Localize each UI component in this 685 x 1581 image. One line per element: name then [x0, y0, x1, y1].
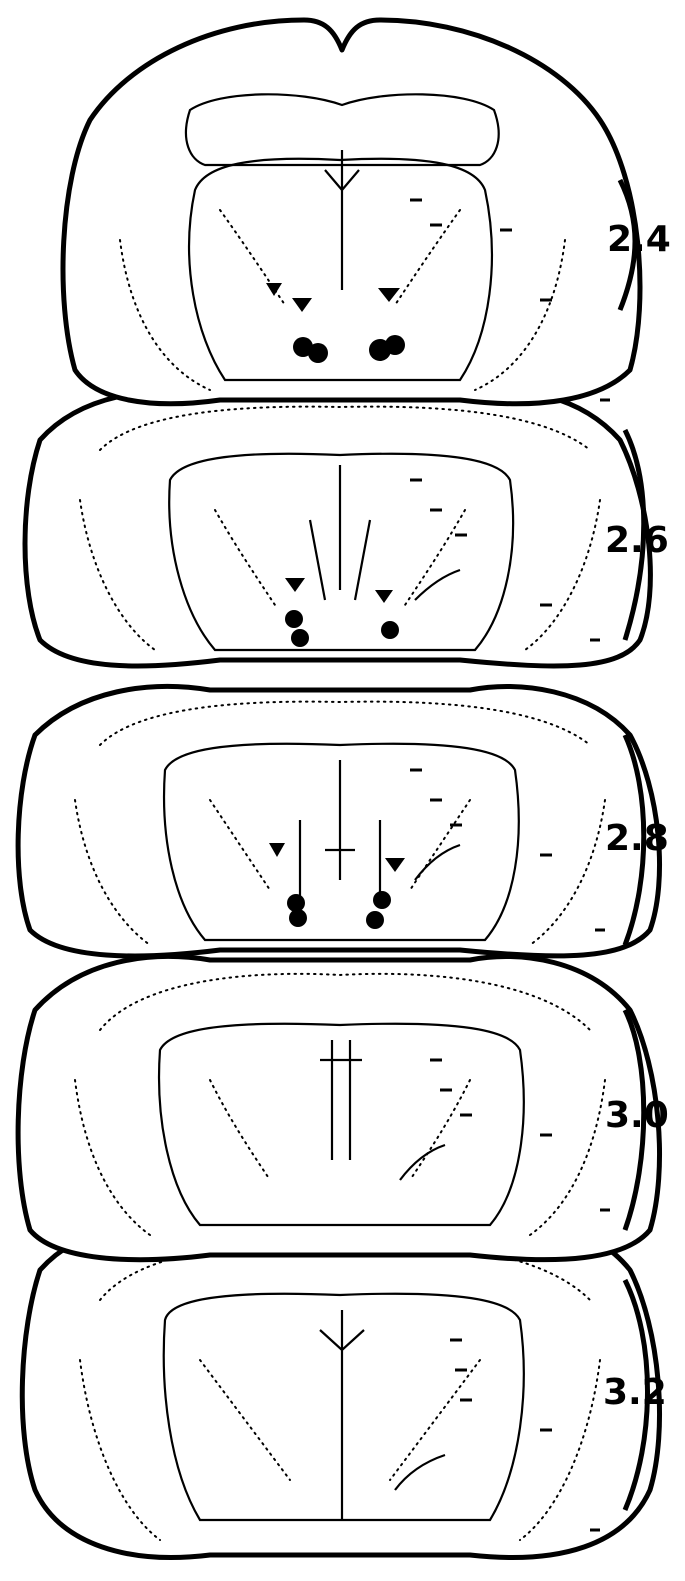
section-label: 2.6 [605, 520, 669, 561]
section-label: 3.0 [605, 1095, 669, 1136]
section-outline [25, 391, 650, 666]
circle-marker [285, 610, 303, 628]
section-3-2 [22, 1221, 659, 1558]
section-label: 2.4 [607, 219, 671, 260]
section-2-8 [18, 686, 659, 956]
section-outline [63, 20, 640, 404]
section-label: 2.8 [605, 818, 669, 859]
section-2-6 [25, 391, 650, 666]
section-outline [18, 686, 659, 956]
section-outline [18, 957, 659, 1260]
section-outline [22, 1221, 659, 1558]
circle-marker [381, 621, 399, 639]
circle-marker [373, 891, 391, 909]
circle-marker [366, 911, 384, 929]
circle-marker [289, 909, 307, 927]
section-3-0 [18, 957, 659, 1260]
circle-marker [291, 629, 309, 647]
section-label: 3.2 [603, 1372, 667, 1413]
circle-marker [308, 343, 328, 363]
circle-marker [385, 335, 405, 355]
section-2-4 [63, 20, 640, 404]
